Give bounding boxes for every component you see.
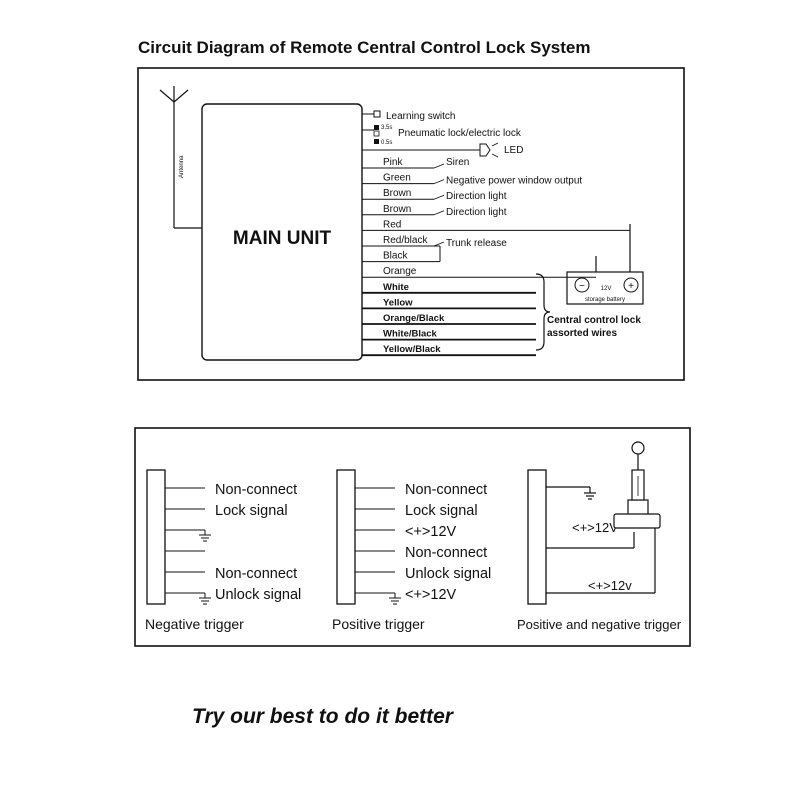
svg-text:Pneumatic lock/electric lock: Pneumatic lock/electric lock [398, 128, 522, 139]
trigger-pin-label: Non-connect [215, 482, 297, 498]
svg-text:<+>12V: <+>12V [572, 520, 618, 535]
wire-1: Green Negative power window output [362, 173, 582, 187]
wire-color-label: Brown [383, 188, 411, 199]
trigger-pin-label: Non-connect [405, 545, 487, 561]
trigger-pin-label: Lock signal [215, 503, 288, 519]
wire-color-label: Red [383, 219, 401, 230]
svg-text:−: − [579, 281, 585, 292]
svg-text:storage battery: storage battery [585, 297, 625, 303]
wire-color-label: Orange [383, 266, 417, 277]
wire-12: Yellow/Black [362, 344, 536, 357]
wire-6: Black [362, 251, 440, 263]
wire-8: White [362, 282, 536, 294]
wire-2: Brown Direction light [362, 188, 507, 202]
pneumatic-lock-switch: 3.5s 0.5s Pneumatic lock/electric lock [362, 125, 522, 146]
wire-11: White/Black [362, 329, 536, 341]
battery-plus-icon [623, 277, 639, 293]
pos-neg-trigger: <+>12V <+>12v Positive and negative trig… [517, 441, 682, 632]
trigger-pin-label: Non-connect [405, 482, 487, 498]
slogan: Try our best to do it better [192, 705, 455, 728]
trigger-pin-label: <+>12V [405, 524, 457, 540]
wire-color-label: Green [383, 173, 411, 184]
wire-desc-label: Direction light [446, 191, 507, 202]
svg-text:assorted wires: assorted wires [547, 328, 617, 339]
bottom-frame [134, 427, 691, 647]
main-unit-label: MAIN UNIT [233, 228, 332, 249]
svg-text:LED: LED [504, 145, 523, 156]
diagram-title: Circuit Diagram of Remote Central Contro… [138, 38, 590, 57]
wire-color-label: White/Black [383, 329, 438, 340]
svg-text:12V: 12V [601, 286, 612, 292]
door-lock-actuator-icon [613, 441, 661, 529]
main-unit-box [201, 103, 363, 361]
trigger-pin-label: <+>12V [405, 587, 457, 603]
svg-text:0.5s: 0.5s [381, 140, 392, 146]
svg-text:Central control lock: Central control lock [547, 315, 641, 326]
trigger-caption: Negative trigger [145, 616, 244, 632]
wire-0: Pink Siren [362, 157, 469, 169]
led-connector: LED [362, 142, 523, 158]
top-frame [137, 67, 685, 381]
svg-text:Learning switch: Learning switch [386, 111, 455, 122]
learning-switch: Learning switch [362, 110, 455, 122]
power-wiring [595, 224, 631, 272]
wire-color-label: Brown [383, 204, 411, 215]
led-icon [479, 143, 491, 157]
wire-color-label: Yellow/Black [383, 344, 441, 355]
wire-desc-label: Siren [446, 157, 469, 168]
antenna [159, 86, 202, 229]
wire-color-label: White [383, 282, 409, 293]
wire-4: Red [362, 219, 630, 231]
wire-color-label: Red/black [383, 235, 428, 246]
wire-color-label: Black [383, 251, 408, 262]
wire-10: Orange/Black [362, 313, 536, 325]
wire-color-label: Pink [383, 157, 403, 168]
trigger-pin-label: Non-connect [215, 566, 297, 582]
wire-7: Orange [362, 266, 596, 278]
trigger-caption: Positive and negative trigger [517, 617, 682, 632]
trigger-pin-label: Lock signal [405, 503, 478, 519]
assorted-wires-brace [535, 273, 551, 351]
wire-color-label: Yellow [383, 297, 413, 308]
wire-3: Brown Direction light [362, 204, 507, 218]
svg-text:+: + [628, 281, 634, 292]
svg-text:<+>12v: <+>12v [588, 578, 632, 593]
trigger-pin-label: Unlock signal [215, 587, 301, 603]
battery-minus-icon [574, 277, 590, 293]
wire-desc-label: Trunk release [446, 238, 507, 249]
wire-color-label: Orange/Black [383, 313, 445, 324]
wire-desc-label: Direction light [446, 207, 507, 218]
trigger-caption: Positive trigger [332, 616, 425, 632]
svg-text:3.5s: 3.5s [381, 125, 392, 131]
wire-9: Yellow [362, 297, 536, 310]
wire-5: Red/black Trunk release [362, 235, 507, 249]
wire-desc-label: Negative power window output [446, 176, 582, 187]
trigger-pin-label: Unlock signal [405, 566, 491, 582]
antenna-label: Antenna [179, 155, 185, 178]
